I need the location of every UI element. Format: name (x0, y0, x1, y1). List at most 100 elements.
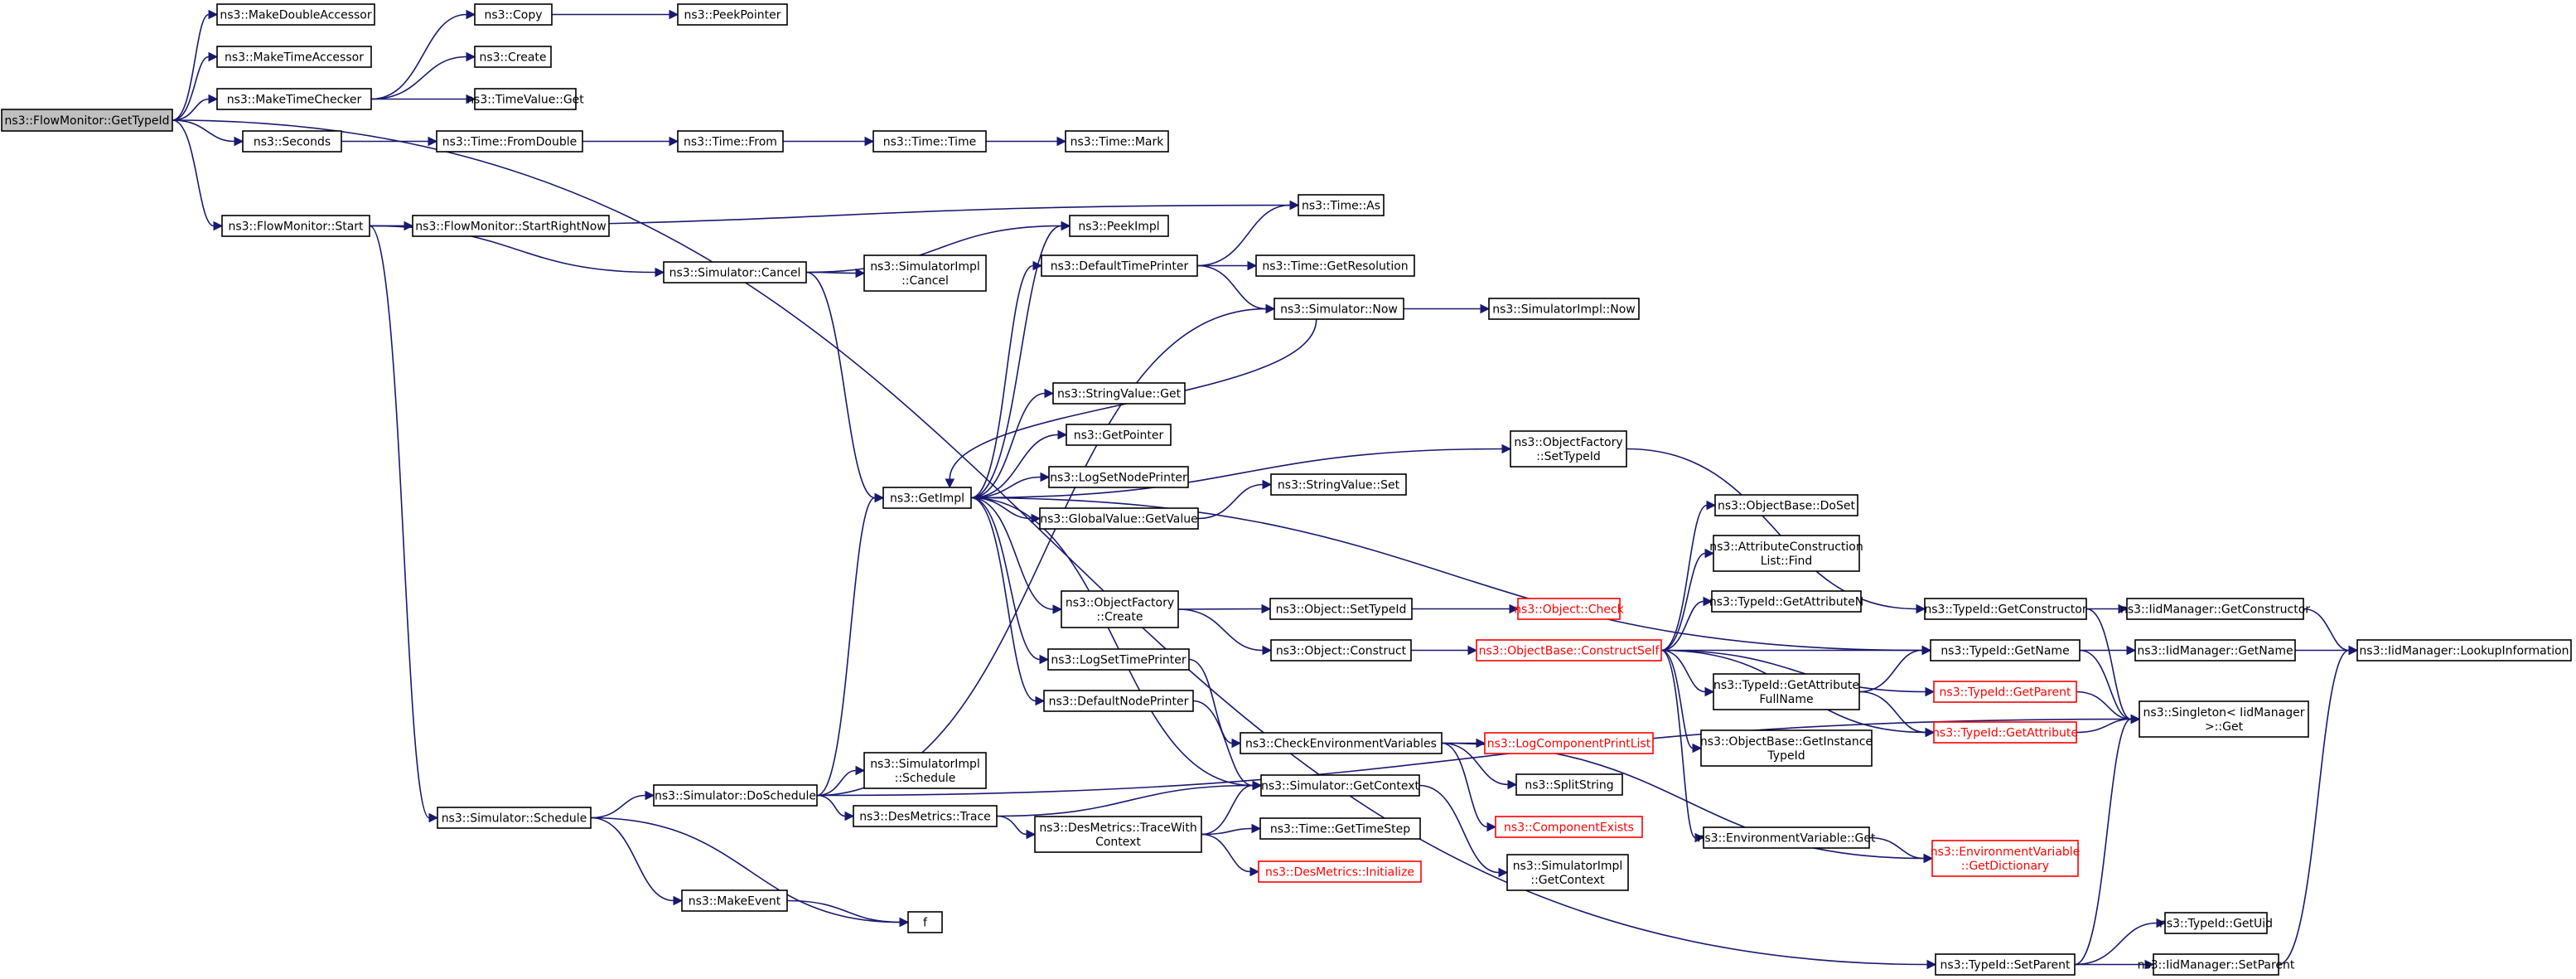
edge-line (2076, 691, 2132, 720)
node-label: ns3::Object::Construct (1276, 645, 1407, 658)
node-def-node-printer[interactable]: ns3::DefaultNodePrinter (1043, 690, 1194, 712)
node-make-time-acc[interactable]: ns3::MakeTimeAccessor (216, 46, 372, 68)
node-obj-base-do-set[interactable]: ns3::ObjectBase::DoSet (1714, 494, 1858, 516)
node-time-from[interactable]: ns3::Time::From (677, 130, 784, 153)
node-seconds[interactable]: ns3::Seconds (242, 130, 342, 153)
node-iid-set-parent[interactable]: ns3::IidManager::SetParent (2138, 953, 2295, 976)
node-iid-lookup[interactable]: ns3::IidManager::LookupInformation (2356, 639, 2572, 662)
node-log-comp-print[interactable]: ns3::LogComponentPrintList (1484, 732, 1654, 754)
node-tid-get-constr[interactable]: ns3::TypeId::GetConstructor (1924, 598, 2087, 620)
node-time-mark[interactable]: ns3::Time::Mark (1065, 130, 1169, 153)
edge (970, 497, 1046, 706)
edge-line (1660, 649, 1694, 749)
node-str-val-get[interactable]: ns3::StringValue::Get (1052, 382, 1186, 405)
edge (970, 388, 1055, 499)
node-sim-now[interactable]: ns3::Simulator::Now (1274, 298, 1404, 320)
node-time-get-res[interactable]: ns3::Time::GetResolution (1255, 254, 1415, 277)
node-iid-get-name[interactable]: ns3::IidManager::GetName (2134, 639, 2296, 662)
node-tid-get-attr-n[interactable]: ns3::TypeId::GetAttributeN (1709, 590, 1863, 613)
node-obj-construct[interactable]: ns3::Object::Construct (1270, 639, 1412, 662)
node-tid-set-parent[interactable]: ns3::TypeId::SetParent (1935, 953, 2076, 976)
node-peek-impl[interactable]: ns3::PeekImpl (1069, 215, 1169, 237)
node-box (1495, 816, 1643, 838)
node-make-time-chk[interactable]: ns3::MakeTimeChecker (216, 88, 372, 110)
node-time-time[interactable]: ns3::Time::Time (872, 130, 987, 153)
node-env-var-get[interactable]: ns3::EnvironmentVariable::Get (1698, 826, 1876, 849)
edge-line (172, 119, 1928, 966)
node-time-val-get[interactable]: ns3::TimeValue::Get (466, 88, 584, 110)
node-f[interactable]: f (907, 911, 943, 933)
node-make-double[interactable]: ns3::MakeDoubleAccessor (216, 3, 375, 26)
node-split-string[interactable]: ns3::SplitString (1515, 773, 1623, 796)
edge (1411, 603, 1520, 614)
node-obj-check[interactable]: ns3::Object::Check (1514, 598, 1625, 620)
edge (2278, 645, 2359, 966)
node-get-pointer[interactable]: ns3::GetPointer (1066, 424, 1172, 446)
node-copy[interactable]: ns3::Copy (474, 3, 553, 26)
node-sim-schedule[interactable]: ns3::Simulator::Schedule (437, 807, 592, 829)
node-peek-ptr[interactable]: ns3::PeekPointer (677, 3, 788, 26)
node-label: ns3::Simulator::Schedule (442, 812, 587, 826)
node-make-event[interactable]: ns3::MakeEvent (681, 889, 788, 912)
node-obj-fact-set-tid[interactable]: ns3::ObjectFactory::SetTypeId (1510, 430, 1627, 468)
node-label: ns3::ObjectFactory (1066, 597, 1174, 610)
node-tid-get-uid[interactable]: ns3::TypeId::GetUid (2159, 912, 2273, 934)
node-sim-get-context[interactable]: ns3::Simulator::GetContext (1260, 774, 1420, 797)
node-des-trace[interactable]: ns3::DesMetrics::Trace (853, 805, 998, 827)
node-str-val-set[interactable]: ns3::StringValue::Set (1270, 473, 1407, 496)
node-des-init[interactable]: ns3::DesMetrics::Initialize (1258, 860, 1422, 883)
edge-arrowhead (1262, 479, 1273, 490)
edge-arrowhead (1703, 596, 1713, 607)
node-time-as[interactable]: ns3::Time::As (1298, 194, 1385, 216)
node-comp-exists[interactable]: ns3::ComponentExists (1495, 816, 1643, 838)
node-box (474, 3, 553, 26)
node-sim-impl-cancel[interactable]: ns3::SimulatorImpl::Cancel (863, 254, 987, 292)
edge (1404, 303, 1491, 314)
node-box (1935, 953, 2076, 976)
node-tid-get-parent[interactable]: ns3::TypeId::GetParent (1933, 681, 2077, 703)
node-obj-base-construct[interactable]: ns3::ObjectBase::ConstructSelf (1476, 639, 1662, 662)
node-sim-do-schedule[interactable]: ns3::Simulator::DoSchedule (653, 784, 818, 807)
node-obj-set-tid[interactable]: ns3::Object::SetTypeId (1269, 598, 1413, 620)
node-get-type-id[interactable]: ns3::FlowMonitor::GetTypeId (1, 109, 173, 132)
node-log-set-node[interactable]: ns3::LogSetNodePrinter (1048, 466, 1189, 488)
node-box (681, 889, 788, 912)
node-label: ::Cancel (901, 274, 949, 288)
node-iid-get-constr[interactable]: ns3::IidManager::GetConstructor (2120, 598, 2310, 620)
node-env-var-dict[interactable]: ns3::EnvironmentVariable::GetDictionary (1931, 840, 2081, 877)
node-box (1711, 590, 1862, 613)
node-time-get-step[interactable]: ns3::Time::GetTimeStep (1259, 817, 1421, 840)
node-label: ns3::SimulatorImpl (870, 260, 980, 274)
edge-arrowhead (2156, 918, 2167, 928)
node-sim-impl-get-ctx[interactable]: ns3::SimulatorImpl::GetContext (1506, 854, 1629, 891)
node-label: TypeId (1766, 749, 1805, 763)
edge-line (970, 497, 1254, 787)
node-global-val-get[interactable]: ns3::GlobalValue::GetValue (1039, 507, 1199, 530)
node-fm-start[interactable]: ns3::FlowMonitor::Start (221, 215, 370, 237)
node-singleton-get[interactable]: ns3::Singleton< IidManager >::Get (2139, 700, 2309, 738)
edge-line (369, 225, 430, 819)
node-sim-impl-now[interactable]: ns3::SimulatorImpl::Now (1488, 298, 1640, 320)
node-label: ns3::MakeEvent (689, 895, 781, 909)
node-get-impl[interactable]: ns3::GetImpl (882, 487, 972, 509)
node-log-set-time[interactable]: ns3::LogSetTimePrinter (1047, 648, 1190, 671)
edge (816, 765, 866, 797)
edge-arrowhead (1704, 686, 1715, 697)
node-time-from-double[interactable]: ns3::Time::FromDouble (436, 130, 583, 153)
node-obj-fact-create[interactable]: ns3::ObjectFactory::Create (1061, 590, 1179, 628)
node-tid-get-name[interactable]: ns3::TypeId::GetName (1930, 639, 2081, 662)
node-tid-get-attr[interactable]: ns3::TypeId::GetAttribute (1932, 721, 2078, 744)
node-sim-cancel[interactable]: ns3::Simulator::Cancel (663, 261, 807, 284)
node-def-time-printer[interactable]: ns3::DefaultTimePrinter (1041, 254, 1198, 277)
node-sim-impl-sched[interactable]: ns3::SimulatorImpl::Schedule (863, 752, 987, 789)
node-create[interactable]: ns3::Create (474, 46, 552, 68)
edge-arrowhead (855, 268, 866, 279)
edge-line (1660, 649, 1696, 839)
node-start-right-now[interactable]: ns3::FlowMonitor::StartRightNow (412, 215, 610, 237)
node-check-env-vars[interactable]: ns3::CheckEnvironmentVariables (1240, 732, 1443, 754)
